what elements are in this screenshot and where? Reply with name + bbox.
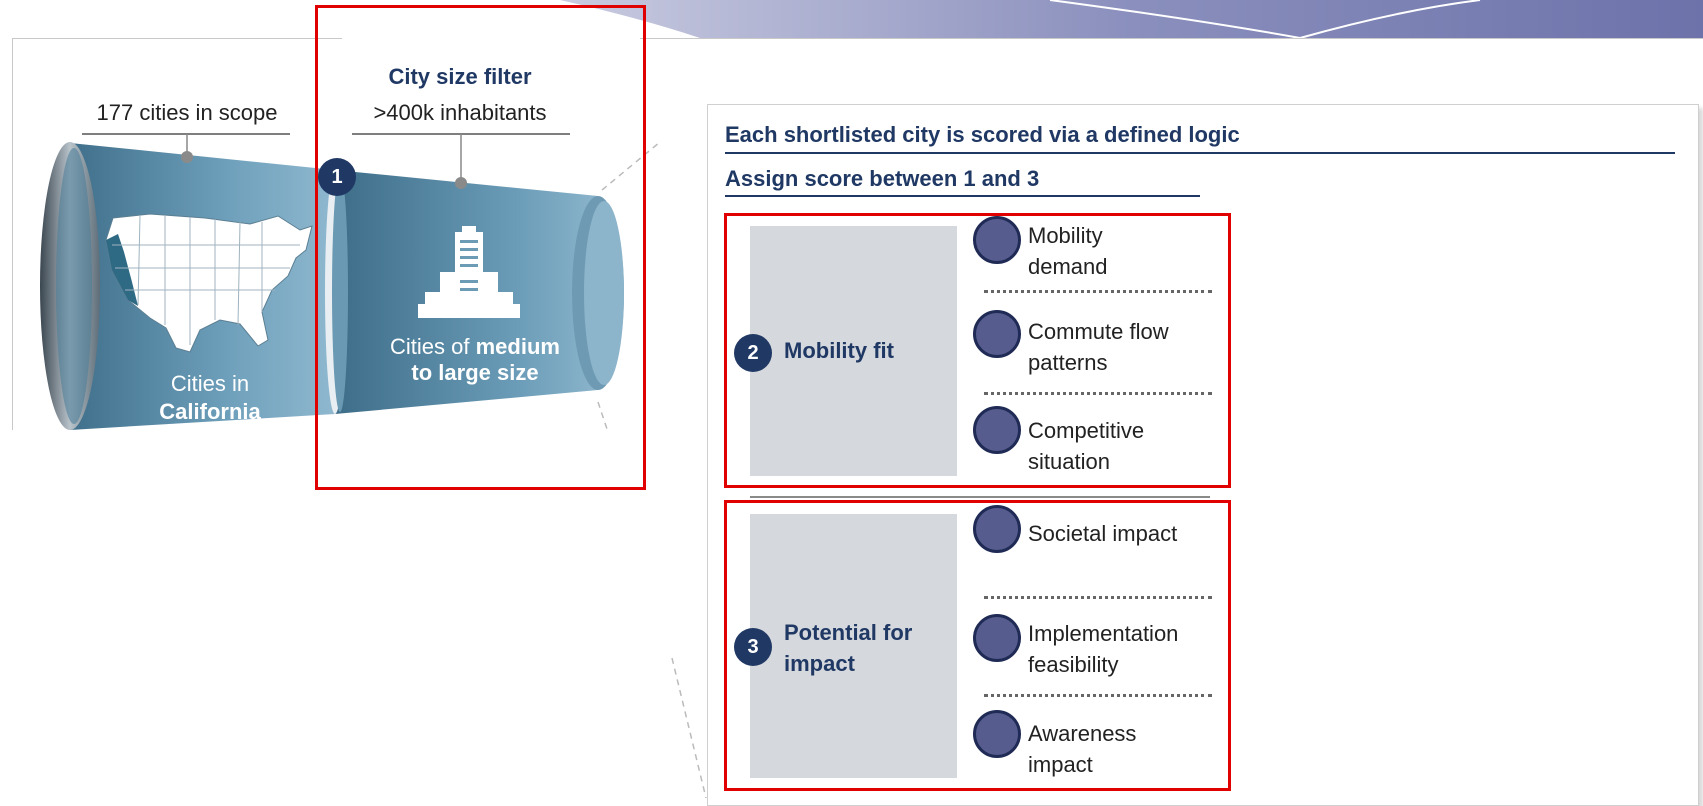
funnel-diagram: [0, 133, 660, 480]
group-separator: [750, 496, 1210, 498]
top-frame-right: [640, 38, 1703, 39]
score-circle-commute-flow: [973, 310, 1021, 358]
left-frame-vertical: [12, 38, 13, 430]
panel-connector: [671, 657, 707, 799]
header-decoration: [560, 0, 1703, 39]
step-3-badge: 3: [734, 628, 772, 666]
impact-highlight-box: [724, 500, 1231, 791]
step-2-badge: 2: [734, 334, 772, 372]
california-label: Cities in California: [120, 370, 300, 426]
medium-line2: to large size: [411, 360, 539, 385]
criterion-commute-flow: Commute flow patterns: [1028, 319, 1169, 375]
divider: [984, 392, 1212, 395]
medium-cities-label: Cities of medium to large size: [370, 334, 580, 386]
criterion-competitive-situation: Competitive situation: [1028, 418, 1145, 474]
mobility-fit-panel: [750, 226, 957, 476]
us-map-icon: [105, 213, 313, 353]
left-frame: [12, 38, 342, 39]
scoring-heading: Each shortlisted city is scored via a de…: [725, 122, 1240, 147]
filter-title: City size filter: [388, 64, 532, 89]
criterion-implementation-feasibility: Implementation feasibility: [1028, 621, 1179, 677]
mobility-fit-label: Mobility fit: [784, 338, 894, 363]
criterion-awareness-impact: Awareness impact: [1028, 721, 1137, 777]
divider: [984, 694, 1212, 697]
criterion-societal-impact: Societal impact: [1028, 521, 1178, 546]
subheading-underline: [725, 195, 1200, 197]
score-circle-societal-impact: [973, 505, 1021, 553]
filter-subtitle: >400k inhabitants: [373, 100, 547, 125]
building-icon: [418, 226, 520, 318]
mobility-fit-highlight-box: [724, 213, 1231, 488]
medium-line1-plain: Cities of: [390, 334, 476, 359]
california-line1: Cities in: [170, 371, 250, 396]
impact-panel: [750, 514, 957, 778]
divider: [984, 290, 1212, 293]
impact-label: Potential for impact: [784, 620, 913, 676]
score-circle-competitive-situation: [973, 406, 1021, 454]
heading-underline: [725, 152, 1675, 154]
divider: [984, 596, 1212, 599]
step-1-badge: 1: [318, 158, 356, 196]
scope-label: 177 cities in scope: [96, 100, 278, 125]
filter-highlight-box: [315, 5, 646, 490]
score-circle-mobility-demand: [973, 216, 1021, 264]
scoring-subheading: Assign score between 1 and 3: [725, 166, 1040, 191]
score-circle-awareness-impact: [973, 710, 1021, 758]
california-line2: California: [159, 399, 261, 424]
criterion-mobility-demand: Mobility demand: [1028, 223, 1108, 279]
score-circle-implementation-feasibility: [973, 614, 1021, 662]
medium-line1-bold: medium: [475, 334, 560, 359]
